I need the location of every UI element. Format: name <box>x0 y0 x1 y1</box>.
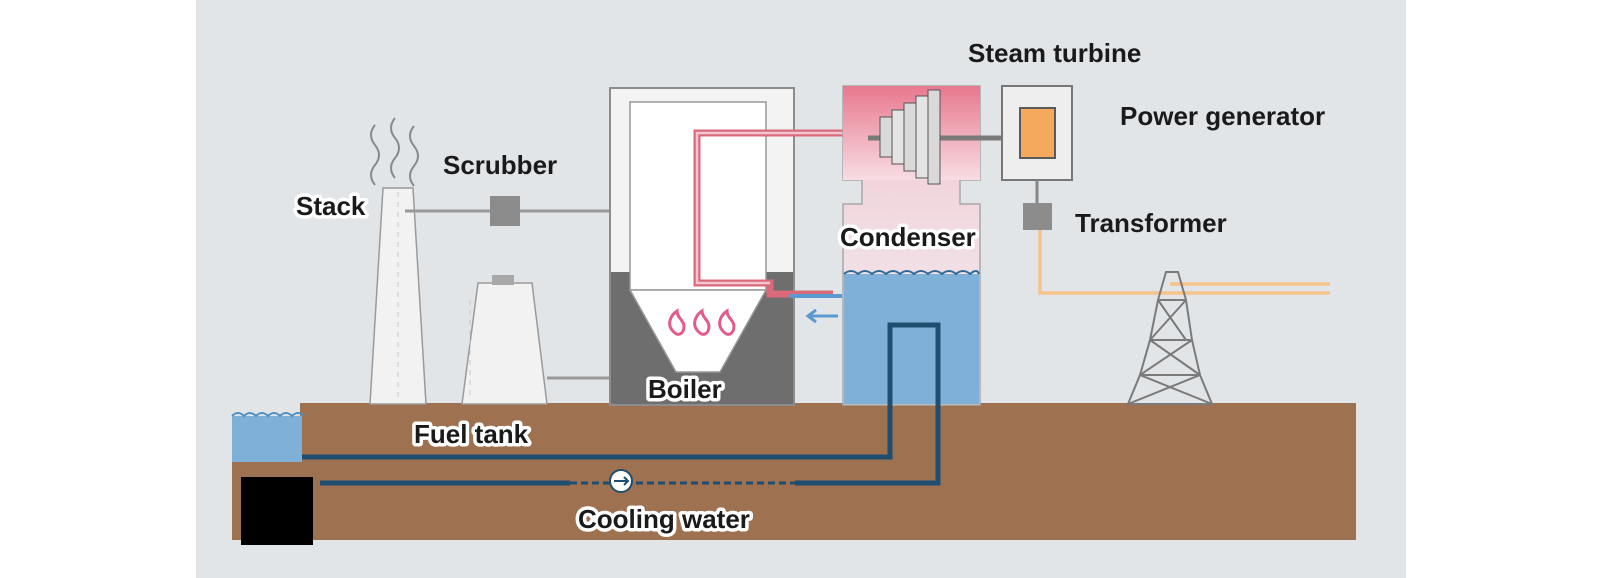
water-body <box>232 416 302 462</box>
transmission-tower-icon <box>1126 271 1214 405</box>
label-transformer: Transformer <box>1075 208 1227 238</box>
label-stack: Stack <box>296 191 366 221</box>
water-waves <box>231 412 305 418</box>
cooling-pipe-inner <box>302 322 910 460</box>
label-steam-turbine: Steam turbine <box>968 38 1141 68</box>
pump-icon <box>609 469 633 493</box>
condenser-water <box>844 274 979 404</box>
cooling-pipe-outer <box>795 322 941 486</box>
label-boiler: Boiler <box>648 374 722 404</box>
label-cooling-water: Cooling water <box>578 504 750 534</box>
generator-housing <box>1001 85 1073 181</box>
smoke-icon <box>370 117 419 187</box>
label-condenser: Condenser <box>840 222 976 252</box>
flow-arrow <box>805 308 838 324</box>
ground <box>300 403 1356 540</box>
pump-house <box>241 477 313 545</box>
label-fuel-tank: Fuel tank <box>414 419 529 449</box>
fuel-tank-cap <box>492 275 514 285</box>
label-power-generator: Power generator <box>1120 101 1325 131</box>
scrubber-unit <box>490 196 520 226</box>
label-scrubber: Scrubber <box>443 150 557 180</box>
flame-icon <box>668 308 736 336</box>
power-line <box>1038 230 1330 295</box>
generator-core <box>1019 107 1056 159</box>
transformer-unit <box>1023 203 1052 230</box>
